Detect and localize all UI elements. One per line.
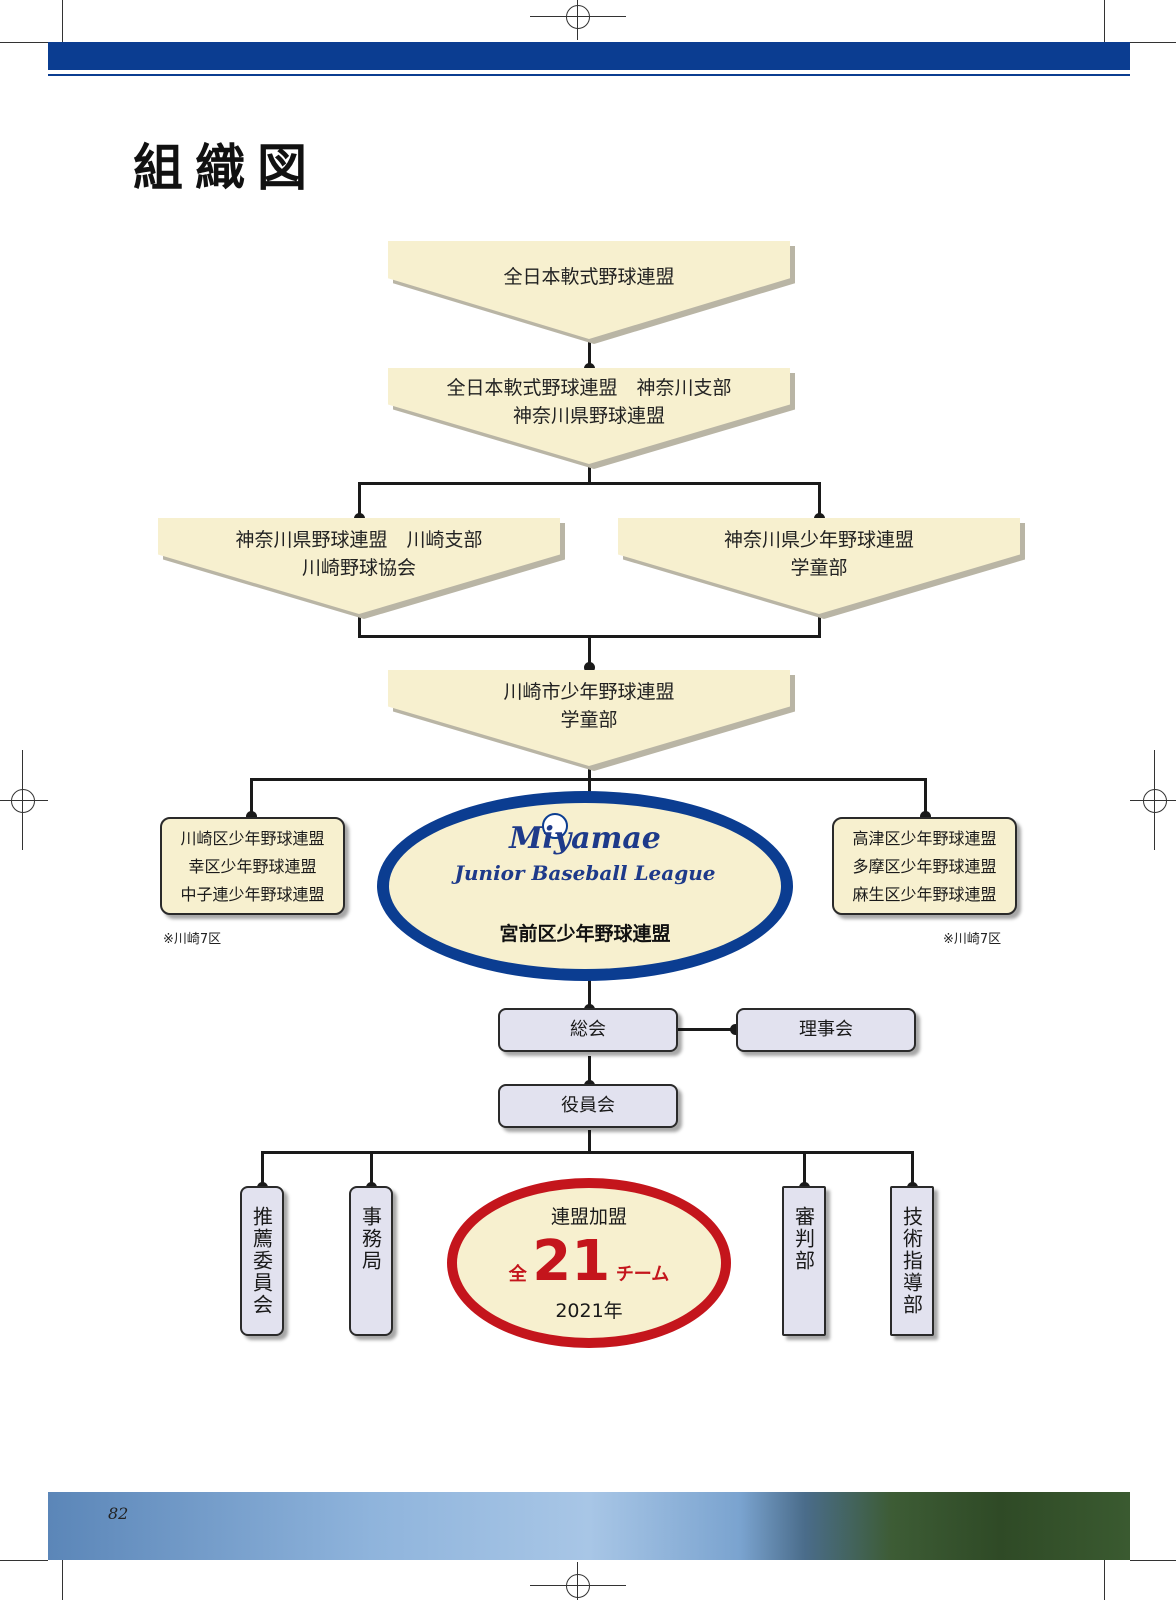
officers-box: 役員会 [498, 1084, 678, 1128]
board-box: 理事会 [736, 1008, 916, 1052]
connector [358, 612, 361, 638]
connector [588, 976, 591, 1010]
connector [911, 1151, 914, 1189]
league-item: 麻生区少年野球連盟 [852, 885, 997, 904]
connector [588, 458, 591, 484]
note-left: ※川崎7区 [163, 932, 222, 947]
node-label-line2: 神奈川県野球連盟 [512, 405, 665, 427]
crop-mark [62, 1560, 63, 1600]
crop-mark [62, 0, 63, 44]
membership-year: 2021年 [555, 1300, 623, 1322]
connector [261, 1151, 264, 1189]
dept-secretariat: 事務局 [349, 1186, 393, 1336]
connector [588, 336, 591, 368]
node-label-line1: 神奈川県野球連盟 川崎支部 [235, 529, 483, 551]
header-bar [48, 42, 1130, 70]
footer-photo-band [48, 1492, 1130, 1560]
right-district-leagues: 高津区少年野球連盟 多摩区少年野球連盟 麻生区少年野球連盟 [832, 817, 1017, 915]
crop-mark [1130, 42, 1176, 43]
connector [818, 482, 821, 518]
dept-technical: 技術指導部 [890, 1186, 934, 1336]
general-assembly-box: 総会 [498, 1008, 678, 1052]
node-label-line2: 学童部 [790, 557, 848, 579]
registration-circle [566, 5, 590, 29]
dept-label: 事務局 [358, 1206, 383, 1272]
connector-dot [584, 662, 595, 673]
box-label: 総会 [570, 1019, 606, 1040]
connector [588, 1130, 591, 1154]
dept-label: 技術指導部 [899, 1206, 924, 1316]
node-kawasaki-branch: 神奈川県野球連盟 川崎支部 川崎野球協会 [158, 518, 565, 619]
crop-mark [1130, 1560, 1176, 1561]
node-label-line2: 学童部 [560, 709, 618, 731]
membership-count-row: 全 21 チーム [447, 1232, 731, 1292]
connector [358, 482, 821, 485]
dept-recommendation: 推薦委員会 [240, 1186, 284, 1336]
page-title: 組織図 [133, 138, 319, 197]
node-label-line1: 全日本軟式野球連盟 神奈川支部 [446, 377, 732, 399]
connector [588, 635, 591, 667]
connector [250, 778, 253, 816]
node-label-line1: 川崎市少年野球連盟 [503, 681, 675, 703]
crop-mark [0, 42, 48, 43]
membership-count: 21 [532, 1229, 611, 1294]
league-item: 高津区少年野球連盟 [852, 829, 997, 848]
node-label-line2: 川崎野球協会 [301, 557, 416, 579]
connector [803, 1151, 806, 1189]
dept-label: 審判部 [791, 1206, 816, 1272]
logo-line1: Miyamae [509, 821, 661, 856]
connector [678, 1028, 736, 1031]
connector [250, 778, 927, 781]
page-number: 82 [108, 1504, 129, 1523]
left-district-leagues: 川崎区少年野球連盟 幸区少年野球連盟 中子連少年野球連盟 [160, 817, 345, 915]
connector [924, 778, 927, 816]
center-name: 宮前区少年野球連盟 [499, 923, 671, 945]
dept-umpires: 審判部 [782, 1186, 826, 1336]
node-label-line1: 神奈川県少年野球連盟 [723, 529, 914, 551]
registration-circle [1143, 789, 1167, 813]
dept-label: 推薦委員会 [249, 1206, 274, 1316]
connector-dot [920, 811, 931, 822]
crop-mark [0, 1560, 48, 1561]
miyamae-league-node: Miyamae Junior Baseball League 宮前区少年野球連盟 [377, 791, 793, 981]
membership-badge: 連盟加盟 全 21 チーム 2021年 [447, 1178, 731, 1348]
connector-dot [246, 811, 257, 822]
league-item: 幸区少年野球連盟 [188, 857, 317, 876]
registration-circle [11, 789, 35, 813]
connector [261, 1151, 914, 1154]
connector [818, 612, 821, 638]
box-label: 役員会 [561, 1095, 615, 1116]
node-kawasaki-city-youth: 川崎市少年野球連盟 学童部 [388, 670, 795, 771]
header-rule [48, 74, 1130, 76]
node-national-federation: 全日本軟式野球連盟 [388, 241, 795, 344]
node-kanagawa-youth: 神奈川県少年野球連盟 学童部 [618, 518, 1025, 619]
connector [588, 1056, 591, 1088]
baseball-icon [542, 813, 568, 839]
connector-dot [730, 1024, 741, 1035]
membership-prefix: 全 [508, 1264, 527, 1285]
crop-mark [1104, 1560, 1105, 1600]
league-item: 多摩区少年野球連盟 [852, 857, 997, 876]
league-item: 川崎区少年野球連盟 [180, 829, 325, 848]
node-kanagawa-branch: 全日本軟式野球連盟 神奈川支部 神奈川県野球連盟 [388, 368, 795, 469]
crop-mark [1104, 0, 1105, 44]
connector [358, 482, 361, 518]
node-label: 全日本軟式野球連盟 [503, 266, 675, 288]
connector [370, 1151, 373, 1189]
logo-line2: Junior Baseball League [454, 861, 716, 885]
membership-unit: チーム [615, 1264, 670, 1285]
registration-circle [566, 1574, 590, 1598]
membership-label: 連盟加盟 [550, 1206, 627, 1228]
note-right: ※川崎7区 [943, 932, 1002, 947]
league-item: 中子連少年野球連盟 [180, 885, 325, 904]
box-label: 理事会 [799, 1019, 853, 1040]
